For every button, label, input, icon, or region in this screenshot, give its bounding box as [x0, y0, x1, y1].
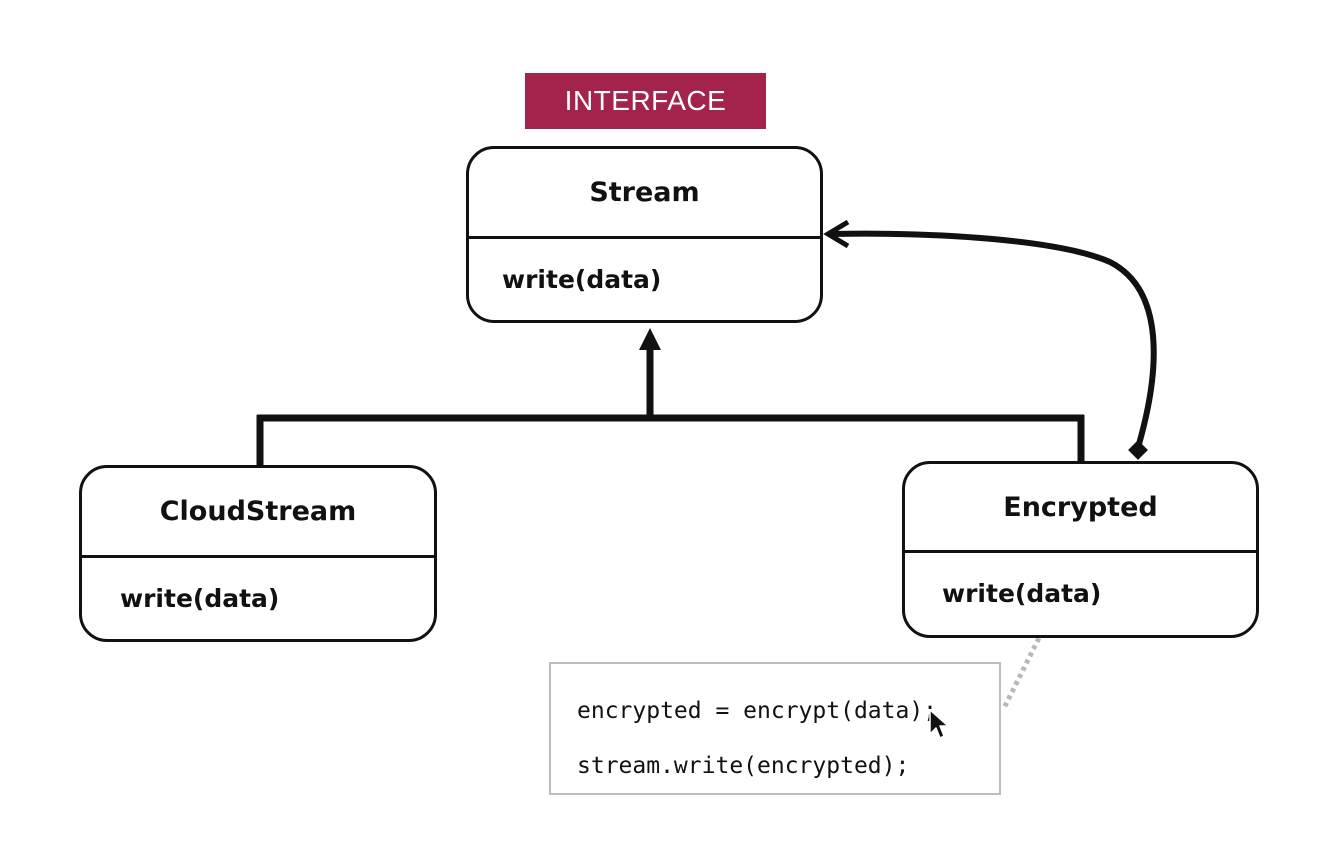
composition-arrowhead	[823, 219, 850, 249]
class-name-cloudstream: CloudStream	[82, 468, 434, 558]
interface-badge: INTERFACE	[525, 73, 766, 129]
class-method-stream: write(data)	[502, 264, 662, 294]
composition-connector	[823, 219, 1157, 460]
inheritance-connector	[256, 328, 1085, 466]
composition-curve	[831, 230, 1157, 445]
class-name-encrypted: Encrypted	[905, 464, 1256, 553]
composition-diamond	[1128, 440, 1148, 460]
class-box-encrypted: Encrypted write(data)	[902, 461, 1259, 638]
mouse-cursor-icon	[929, 709, 949, 739]
class-method-cloudstream: write(data)	[120, 583, 280, 613]
code-line: stream.write(encrypted);	[577, 753, 910, 779]
inheritance-arrowhead	[639, 328, 661, 350]
code-note: encrypted = encrypt(data); stream.write(…	[549, 662, 1001, 795]
class-box-stream: Stream write(data)	[466, 146, 823, 323]
class-box-cloudstream: CloudStream write(data)	[79, 465, 437, 642]
class-name-stream: Stream	[469, 149, 820, 239]
class-method-encrypted: write(data)	[942, 579, 1102, 608]
code-line: encrypted = encrypt(data);	[577, 698, 938, 724]
